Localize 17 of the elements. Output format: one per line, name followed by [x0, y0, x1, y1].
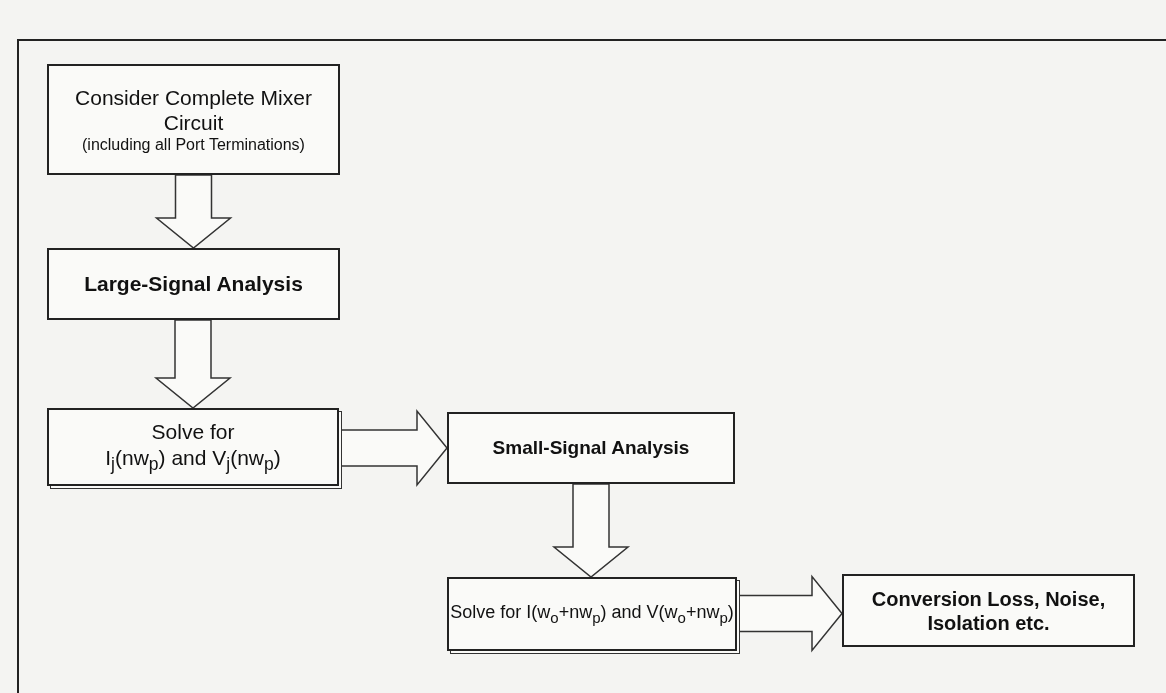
step-note: (including all Port Terminations)	[82, 135, 305, 155]
step-text: Solve for	[151, 419, 235, 445]
step-text: Large-Signal Analysis	[84, 271, 303, 297]
step-note: I$_{j}$(nw$_{p}$) and V$_{j}$(nw$_{p}$)	[105, 444, 281, 475]
process-box	[447, 412, 735, 484]
step-text: Conversion Loss, Noise, Isolation etc.	[870, 586, 1107, 635]
process-box	[447, 577, 737, 651]
block-arrow	[153, 319, 233, 409]
process-box	[47, 64, 340, 175]
step-text: Small-Signal Analysis	[492, 436, 690, 460]
block-arrow	[154, 174, 233, 249]
step-text: Consider Complete Mixer Circuit	[74, 84, 313, 136]
block-arrow	[551, 483, 631, 578]
process-box	[842, 574, 1135, 647]
process-box	[47, 408, 339, 486]
process-box	[47, 248, 340, 320]
step-text: Solve for I(w$_{o}$+nw$_{p}$) and V(w$_{o}$+nw$_{p}$)	[450, 601, 734, 627]
